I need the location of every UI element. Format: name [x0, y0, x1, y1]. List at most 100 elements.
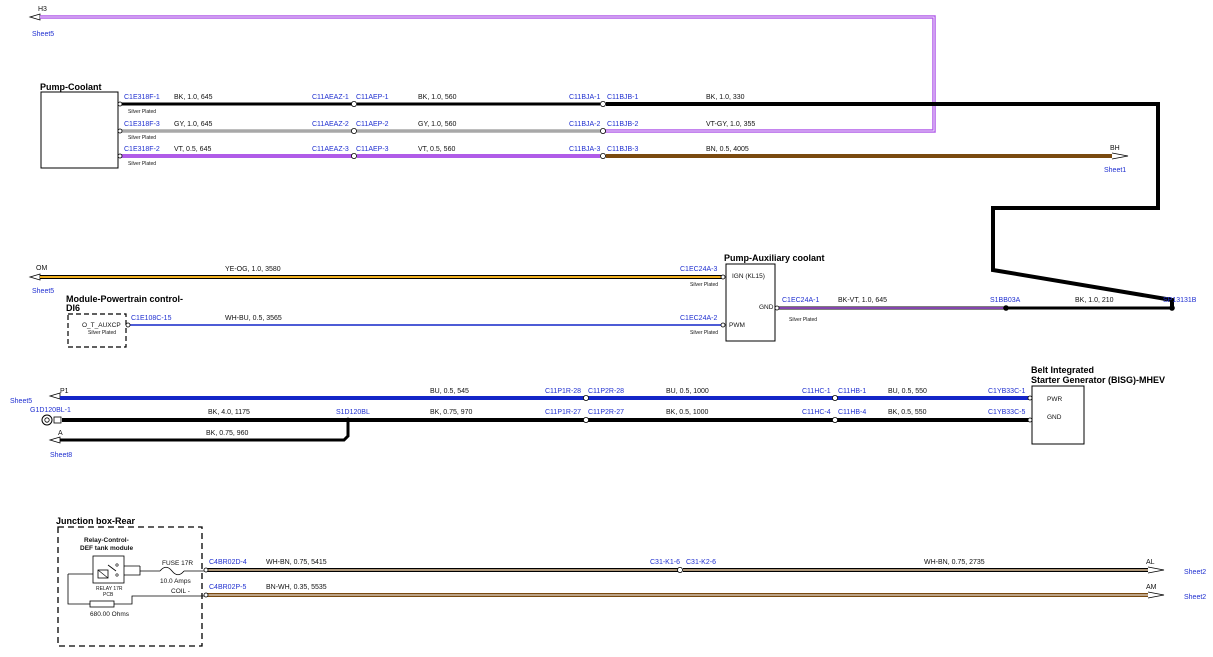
- pin-c1e318f-1[interactable]: [117, 101, 123, 107]
- w6-splice-b[interactable]: SP13131B: [1163, 297, 1197, 304]
- w8-spec-a: BK, 4.0, 1175: [208, 409, 250, 416]
- inline-c31-k1-6[interactable]: [677, 567, 684, 574]
- fuse-name: FUSE 17R: [162, 560, 193, 567]
- w3-pin-a[interactable]: C1E318F-2: [124, 146, 160, 153]
- pin-c4br02d-4[interactable]: [203, 567, 209, 573]
- relay-label: RELAY 17R: [96, 586, 123, 592]
- w6-pin-a[interactable]: C1EC24A-1: [782, 297, 819, 304]
- offsheet-bh[interactable]: BH Sheet1: [1104, 145, 1129, 174]
- w7-inline-b[interactable]: C11P2R-28: [588, 388, 624, 395]
- pump-coolant-box[interactable]: [40, 91, 119, 169]
- offsheet-om[interactable]: OM Sheet5: [28, 265, 54, 295]
- w2-spec-b: GY, 1.0, 560: [418, 121, 457, 128]
- offsheet-a-label: A: [58, 430, 63, 437]
- w4-plating: Silver Plated: [690, 282, 718, 288]
- w8-pin[interactable]: C1YB33C-5: [988, 409, 1025, 416]
- offsheet-h3[interactable]: H3 Sheet5: [28, 6, 54, 38]
- offsheet-om-sheet[interactable]: Sheet5: [32, 288, 54, 295]
- resistor-icon[interactable]: [89, 600, 115, 608]
- connector-arrow-icon: [1147, 566, 1165, 574]
- w1-inline-a[interactable]: C11AEAZ-1: [312, 94, 349, 101]
- w1-inline-c[interactable]: C11BJA-1: [569, 94, 600, 101]
- w3-inline-a[interactable]: C11AEAZ-3: [312, 146, 349, 153]
- w8-spec-c: BK, 0.5, 1000: [666, 409, 709, 416]
- w2-inline-c[interactable]: C11BJA-2: [569, 121, 600, 128]
- w4-spec: YE-OG, 1.0, 3580: [225, 266, 281, 273]
- w2-spec-c: VT-GY, 1.0, 355: [706, 121, 755, 128]
- w8-inline-b[interactable]: C11P2R-27: [588, 409, 624, 416]
- w7-inline-d[interactable]: C11HB-1: [838, 388, 866, 395]
- offsheet-p1[interactable]: P1 Sheet5: [10, 388, 69, 405]
- pin-c1ec24a-3[interactable]: [720, 274, 726, 280]
- w3-inline-d[interactable]: C11BJB-3: [607, 146, 638, 153]
- pin-c1e318f-3[interactable]: [117, 128, 123, 134]
- ground-icon[interactable]: [41, 414, 62, 426]
- w4-pin[interactable]: C1EC24A-3: [680, 266, 717, 273]
- pin-c1e108c-15[interactable]: [125, 322, 131, 328]
- w2-inline-d[interactable]: C11BJB-2: [607, 121, 638, 128]
- relay-icon[interactable]: [92, 555, 125, 584]
- w10-inline-b[interactable]: C31-K2-6: [686, 559, 716, 566]
- w11-pin[interactable]: C4BR02P-5: [209, 584, 246, 591]
- pin-c4br02p-5[interactable]: [203, 592, 209, 598]
- w5-pin-a[interactable]: C1E108C-15: [131, 315, 172, 322]
- w2-pin-a[interactable]: C1E318F-3: [124, 121, 160, 128]
- w8-ground[interactable]: G1D120BL-1: [30, 407, 71, 414]
- w10-inline-a[interactable]: C31-K1-6: [650, 559, 680, 566]
- w10-pin[interactable]: C4BR02D-4: [209, 559, 247, 566]
- pump-aux-pin-ign: IGN (KL15): [732, 273, 765, 280]
- pin-c1ec24a-2[interactable]: [720, 322, 726, 328]
- offsheet-am-sheet[interactable]: Sheet2: [1184, 594, 1206, 601]
- w6-splice[interactable]: S1BB03A: [990, 297, 1021, 304]
- w7-inline-a[interactable]: C11P1R-28: [545, 388, 581, 395]
- w2-inline-b[interactable]: C11AEP-2: [356, 121, 389, 128]
- offsheet-p1-sheet[interactable]: Sheet5: [10, 398, 32, 405]
- splice-dot-icon[interactable]: [1003, 305, 1009, 311]
- w6-spec-b: BK, 1.0, 210: [1075, 297, 1114, 304]
- offsheet-al[interactable]: AL Sheet2: [1146, 559, 1206, 576]
- w1-inline-b[interactable]: C11AEP-1: [356, 94, 389, 101]
- wire-w1[interactable]: [120, 102, 1174, 309]
- offsheet-bh-sheet[interactable]: Sheet1: [1104, 167, 1126, 174]
- splice-dot-icon[interactable]: [1169, 305, 1175, 311]
- fuse-icon[interactable]: [140, 566, 206, 576]
- w1-plating: Silver Plated: [128, 109, 156, 115]
- offsheet-am-label: AM: [1146, 584, 1157, 591]
- w8-inline-d[interactable]: C11HB-4: [838, 409, 866, 416]
- offsheet-h3-sheet[interactable]: Sheet5: [32, 31, 54, 38]
- pcm-box[interactable]: [67, 313, 127, 348]
- w3-inline-b[interactable]: C11AEP-3: [356, 146, 389, 153]
- pin-c1ec24a-1[interactable]: [774, 305, 780, 311]
- inline-connectors-top[interactable]: [350, 101, 607, 159]
- bisg-box[interactable]: [1031, 385, 1085, 445]
- offsheet-am[interactable]: AM Sheet2: [1146, 584, 1206, 601]
- w3-plating: Silver Plated: [128, 161, 156, 167]
- w8-splice[interactable]: S1D120BL: [336, 409, 370, 416]
- offsheet-a-sheet[interactable]: Sheet8: [50, 452, 72, 459]
- offsheet-al-sheet[interactable]: Sheet2: [1184, 569, 1206, 576]
- bisg-pin-gnd: GND: [1047, 414, 1062, 421]
- wire-w9[interactable]: [60, 420, 350, 442]
- coil-label: COIL -: [171, 588, 190, 595]
- inline-connectors-lower[interactable]: [583, 394, 1033, 423]
- w5-pin-b[interactable]: C1EC24A-2: [680, 315, 717, 322]
- w1-pin-a[interactable]: C1E318F-1: [124, 94, 160, 101]
- junction-box[interactable]: [57, 526, 203, 647]
- pin-c1e318f-2[interactable]: [117, 153, 123, 159]
- w3-inline-c[interactable]: C11BJA-3: [569, 146, 600, 153]
- w8-inline-c[interactable]: C11HC-4: [802, 409, 831, 416]
- relay-circuit: [67, 574, 160, 605]
- w2-inline-a[interactable]: C11AEAZ-2: [312, 121, 349, 128]
- w8-inline-a[interactable]: C11P1R-27: [545, 409, 581, 416]
- w7-inline-c[interactable]: C11HC-1: [802, 388, 831, 395]
- w1-inline-d[interactable]: C11BJB-1: [607, 94, 638, 101]
- pump-aux-box[interactable]: [725, 263, 776, 342]
- w7-pin[interactable]: C1YB33C-1: [988, 388, 1025, 395]
- w1-spec-a: BK, 1.0, 645: [174, 94, 213, 101]
- offsheet-a[interactable]: A Sheet8: [48, 430, 72, 459]
- w7-spec-a: BU, 0.5, 545: [430, 388, 469, 395]
- wire-h3-vt-gy[interactable]: [40, 15, 936, 133]
- w6-spec-a: BK-VT, 1.0, 645: [838, 297, 887, 304]
- splice-dot-icon[interactable]: [345, 417, 351, 423]
